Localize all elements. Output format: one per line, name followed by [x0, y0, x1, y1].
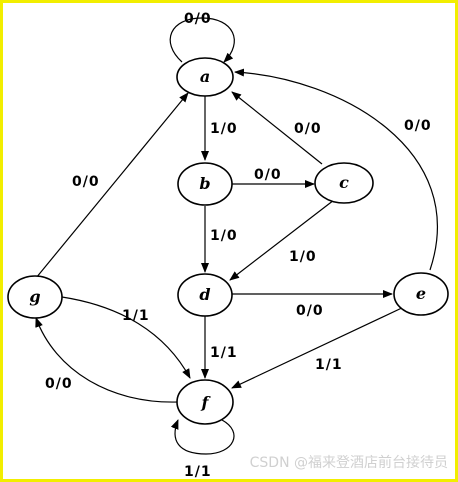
state-d: d	[177, 273, 233, 317]
label-e-to-a: 0/0	[404, 118, 432, 134]
edge-f-to-g	[35, 317, 179, 403]
state-b-label: b	[199, 174, 210, 193]
label-f-self: 1/1	[184, 464, 212, 480]
state-f-label: f	[201, 393, 212, 412]
label-g-to-a: 0/0	[72, 174, 100, 190]
state-a-label: a	[200, 67, 210, 86]
state-a: a	[176, 57, 234, 97]
label-a-self: 0/0	[184, 11, 212, 27]
state-g: g	[7, 275, 63, 319]
state-g-label: g	[29, 287, 40, 306]
label-b-to-d: 1/0	[210, 228, 238, 244]
label-d-to-f: 1/1	[210, 345, 238, 361]
edge-g-to-f	[61, 296, 191, 379]
label-f-to-g: 0/0	[45, 376, 73, 392]
edge-f-self	[170, 419, 235, 455]
state-e-label: e	[416, 284, 426, 303]
watermark: CSDN @福来登酒店前台接待员	[250, 454, 448, 471]
state-c: c	[314, 162, 374, 204]
edge-c-to-a	[231, 91, 323, 165]
edge-labels: 0/0 1/0 0/0 0/0 0/0 0/0 1/0 1/0 0/0 1/1 …	[45, 11, 432, 480]
label-g-to-f: 1/1	[122, 308, 150, 324]
label-c-to-a: 0/0	[294, 121, 322, 137]
label-d-to-e: 0/0	[296, 303, 324, 319]
label-a-to-b: 1/0	[210, 121, 238, 137]
label-c-to-d: 1/0	[289, 249, 317, 265]
edges	[35, 17, 438, 455]
edge-g-to-a	[35, 92, 189, 279]
label-b-to-c: 0/0	[254, 167, 282, 183]
edge-a-self	[169, 17, 235, 63]
state-d-label: d	[199, 285, 210, 304]
state-e: e	[393, 272, 449, 316]
state-b: b	[177, 162, 233, 206]
label-e-to-f: 1/1	[315, 357, 343, 373]
state-f: f	[176, 379, 234, 425]
edge-e-to-a	[234, 68, 438, 271]
state-c-label: c	[339, 173, 349, 192]
edge-c-to-d	[229, 199, 335, 281]
edge-e-to-f	[231, 305, 407, 389]
